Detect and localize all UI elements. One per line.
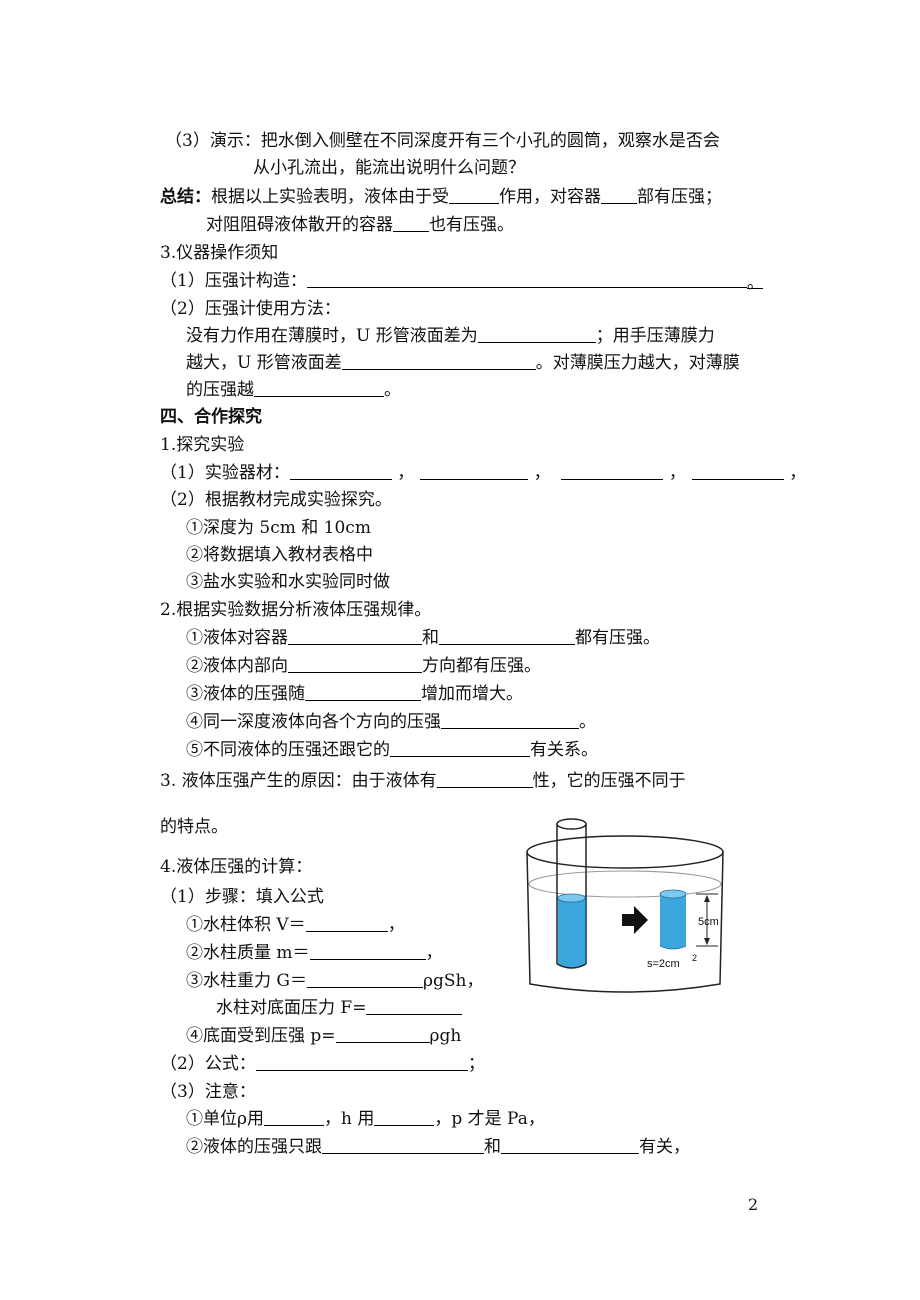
- procedure-heading: （2）根据教材完成实验探究。: [160, 490, 392, 510]
- blank[interactable]: [561, 463, 664, 480]
- step-line: ③水柱重力 G＝ρgSh，: [186, 971, 484, 991]
- tube-water: [557, 898, 586, 964]
- procedure-step: ①深度为 5cm 和 10cm: [186, 518, 371, 538]
- step-line: ①水柱体积 V＝，: [186, 915, 405, 935]
- extracted-water-column: [660, 894, 686, 946]
- step-line: ②水柱质量 m＝，: [186, 943, 443, 963]
- procedure-step: ②将数据填入教材表格中: [186, 545, 373, 565]
- blank[interactable]: [501, 1137, 639, 1154]
- blank[interactable]: [477, 326, 596, 343]
- manometer-structure: （1）压强计构造：。: [160, 271, 764, 293]
- blank[interactable]: [306, 971, 423, 988]
- demo-line-1: （3）演示：把水倒入侧壁在不同深度开有三个小孔的圆筒，观察水是否会: [165, 131, 720, 151]
- formula-line: （2）公式：；: [160, 1054, 485, 1074]
- blank[interactable]: [374, 1109, 435, 1126]
- blank[interactable]: [305, 684, 421, 701]
- steps-heading: （1）步骤：填入公式: [160, 887, 324, 907]
- summary-line-1: 总结：根据以上实验表明，液体由于受作用，对容器部有压强；: [160, 187, 722, 207]
- area-label: s=2cm: [647, 958, 680, 970]
- liquid-column-figure: 5cm s=2cm 2: [526, 818, 724, 993]
- blank[interactable]: [309, 943, 426, 960]
- usage-line-1: 没有力作用在薄膜时，U 形管液面差为；用手压薄膜力: [186, 326, 715, 346]
- blank[interactable]: [288, 656, 422, 673]
- blank[interactable]: [436, 771, 533, 788]
- blank[interactable]: [366, 998, 463, 1015]
- procedure-step: ③盐水实验和水实验同时做: [186, 572, 390, 592]
- notes-heading: （3）注意：: [160, 1082, 256, 1102]
- beaker-water-surface: [528, 870, 722, 898]
- blank[interactable]: [341, 353, 536, 370]
- blank[interactable]: [390, 740, 530, 757]
- blank[interactable]: [289, 463, 392, 480]
- note-line: ②液体的压强只跟和有关，: [186, 1137, 690, 1157]
- blank[interactable]: [393, 215, 429, 232]
- cause-line: 3. 液体压强产生的原因：由于液体有性，它的压强不同于: [160, 771, 686, 791]
- blank[interactable]: [254, 380, 384, 397]
- note-line: ①单位ρ用，h 用，p 才是 Pa，: [186, 1109, 545, 1129]
- section-heading: 3.仪器操作须知: [160, 243, 279, 263]
- height-label: 5cm: [698, 916, 719, 928]
- usage-line-2: 越大，U 形管液面差。对薄膜压力越大，对薄膜: [186, 353, 740, 373]
- rule-line: ⑤不同液体的压强还跟它的有关系。: [186, 740, 598, 760]
- subsection-title: 2.根据实验数据分析液体压强规律。: [160, 600, 432, 620]
- beaker-rim: [526, 835, 724, 869]
- demo-line-2: 从小孔流出，能流出说明什么问题？: [253, 158, 525, 178]
- blank[interactable]: [439, 628, 575, 645]
- blank[interactable]: [420, 463, 529, 480]
- area-exponent: 2: [692, 953, 697, 963]
- step-line: 水柱对底面压力 F=: [216, 997, 463, 1019]
- blank[interactable]: [601, 187, 637, 204]
- rule-line: ①液体对容器和都有压强。: [186, 628, 660, 648]
- summary-label: 总结：: [160, 187, 211, 207]
- blank[interactable]: [305, 915, 388, 932]
- cause-line-2: 的特点。: [160, 817, 228, 837]
- blank[interactable]: [441, 712, 579, 729]
- manometer-usage-heading: （2）压强计使用方法：: [160, 299, 341, 319]
- page-number: 2: [748, 1195, 759, 1214]
- arrow-right-icon: [622, 906, 648, 934]
- subsection-title: 1.探究实验: [160, 435, 245, 455]
- rule-line: ④同一深度液体向各个方向的压强。: [186, 712, 596, 732]
- rule-line: ③液体的压强随增加而增大。: [186, 684, 523, 704]
- rule-line: ②液体内部向方向都有压强。: [186, 656, 541, 676]
- step-line: ④底面受到压强 p=ρgh: [186, 1026, 462, 1046]
- summary-line-2: 对阻阻碍液体散开的容器也有压强。: [206, 215, 514, 235]
- equipment-line: （1）实验器材： ， ， ， ，: [160, 463, 807, 483]
- blank[interactable]: [322, 1137, 484, 1154]
- tube-top: [556, 818, 587, 830]
- subsection-title: 4.液体压强的计算：: [160, 857, 313, 877]
- blank[interactable]: [288, 628, 422, 645]
- section-title: 四、合作探究: [160, 407, 262, 427]
- beaker: [526, 851, 724, 993]
- blank[interactable]: [306, 271, 747, 288]
- blank[interactable]: [691, 463, 784, 480]
- blank[interactable]: [255, 1054, 468, 1071]
- usage-line-3: 的压强越。: [186, 380, 401, 400]
- blank[interactable]: [449, 187, 499, 204]
- blank[interactable]: [335, 1026, 430, 1043]
- blank[interactable]: [264, 1109, 324, 1126]
